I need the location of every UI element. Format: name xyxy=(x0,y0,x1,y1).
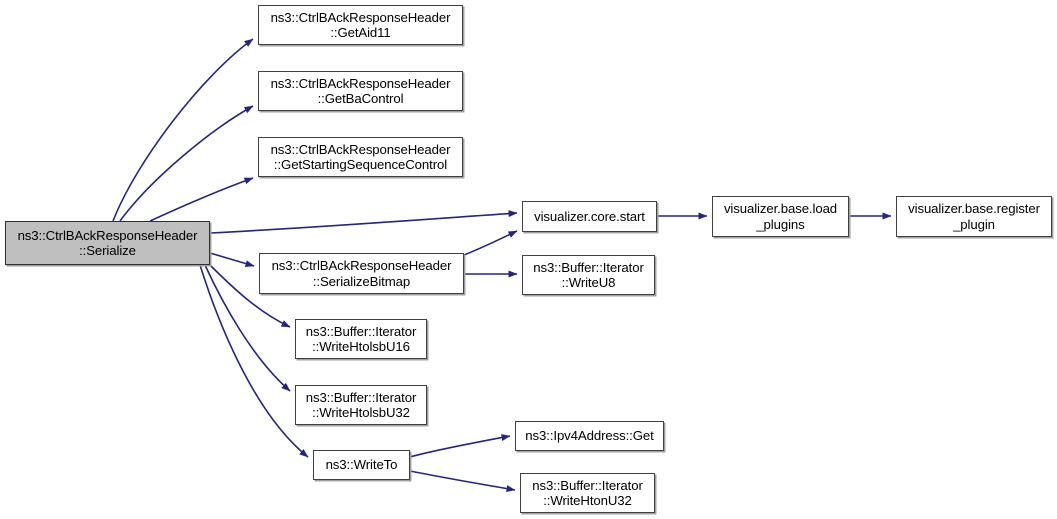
edge-serialize-to-getbacontrol xyxy=(119,105,254,222)
edge-writeto-to-writehtonu32 xyxy=(409,470,516,493)
graph-node-label: visualizer.base.load _plugins xyxy=(723,201,838,232)
graph-node-visualizerbaseloadplugins[interactable]: visualizer.base.load _plugins xyxy=(712,196,849,237)
graph-node-getbacontrol[interactable]: ns3::CtrlBAckResponseHeader ::GetBaContr… xyxy=(258,71,463,111)
graph-node-label: ns3::CtrlBAckResponseHeader ::GetBaContr… xyxy=(270,75,451,107)
graph-node-label: ns3::Buffer::Iterator ::WriteHtolsbU16 xyxy=(305,323,417,355)
edge-serialize-to-serializebitmap xyxy=(209,252,255,268)
edge-serializebitmap-to-visualizercorestart xyxy=(463,230,518,256)
graph-node-writeu8[interactable]: ns3::Buffer::Iterator ::WriteU8 xyxy=(522,255,655,295)
graph-node-writeto[interactable]: ns3::WriteTo xyxy=(313,450,410,480)
graph-node-label: ns3::Ipv4Address::Get xyxy=(525,428,654,444)
graph-node-ipv4addressget[interactable]: ns3::Ipv4Address::Get xyxy=(515,421,664,451)
graph-node-visualizercorestart[interactable]: visualizer.core.start xyxy=(522,201,657,232)
graph-node-label: ns3::CtrlBAckResponseHeader ::SerializeB… xyxy=(271,258,452,289)
graph-node-writehtonu32[interactable]: ns3::Buffer::Iterator ::WriteHtonU32 xyxy=(520,473,655,513)
graph-node-serializebitmap[interactable]: ns3::CtrlBAckResponseHeader ::SerializeB… xyxy=(259,253,464,294)
graph-node-label: ns3::WriteTo xyxy=(325,457,398,473)
edge-serialize-to-getstartingsequencecontrol xyxy=(149,177,254,222)
graph-node-writehtolsbu32[interactable]: ns3::Buffer::Iterator ::WriteHtolsbU32 xyxy=(295,385,427,425)
edge-serialize-to-visualizercorestart xyxy=(209,210,518,234)
graph-node-label: visualizer.core.start xyxy=(534,208,645,224)
graph-node-visualizerbaseregisterplugin[interactable]: visualizer.base.register _plugin xyxy=(896,196,1052,237)
graph-node-label: ns3::CtrlBAckResponseHeader ::GetAid11 xyxy=(270,9,451,41)
edge-serialize-to-getaid11 xyxy=(112,38,254,222)
graph-node-label: ns3::Buffer::Iterator ::WriteHtolsbU32 xyxy=(305,389,417,421)
graph-node-getstartingsequencecontrol[interactable]: ns3::CtrlBAckResponseHeader ::GetStartin… xyxy=(258,137,463,177)
graph-node-label: ns3::CtrlBAckResponseHeader ::GetStartin… xyxy=(270,141,451,173)
graph-node-label: ns3::Buffer::Iterator ::WriteU8 xyxy=(533,259,644,291)
graph-node-label: ns3::CtrlBAckResponseHeader ::Serialize xyxy=(17,227,198,259)
graph-node-getaid11[interactable]: ns3::CtrlBAckResponseHeader ::GetAid11 xyxy=(258,5,463,45)
graph-node-label: ns3::Buffer::Iterator ::WriteHtonU32 xyxy=(532,477,643,509)
graph-node-label: visualizer.base.register _plugin xyxy=(908,201,1040,232)
edge-writeto-to-ipv4addressget xyxy=(409,434,511,458)
graph-node-writehtolsbu16[interactable]: ns3::Buffer::Iterator ::WriteHtolsbU16 xyxy=(295,319,427,359)
graph-node-serialize[interactable]: ns3::CtrlBAckResponseHeader ::Serialize xyxy=(5,221,210,265)
